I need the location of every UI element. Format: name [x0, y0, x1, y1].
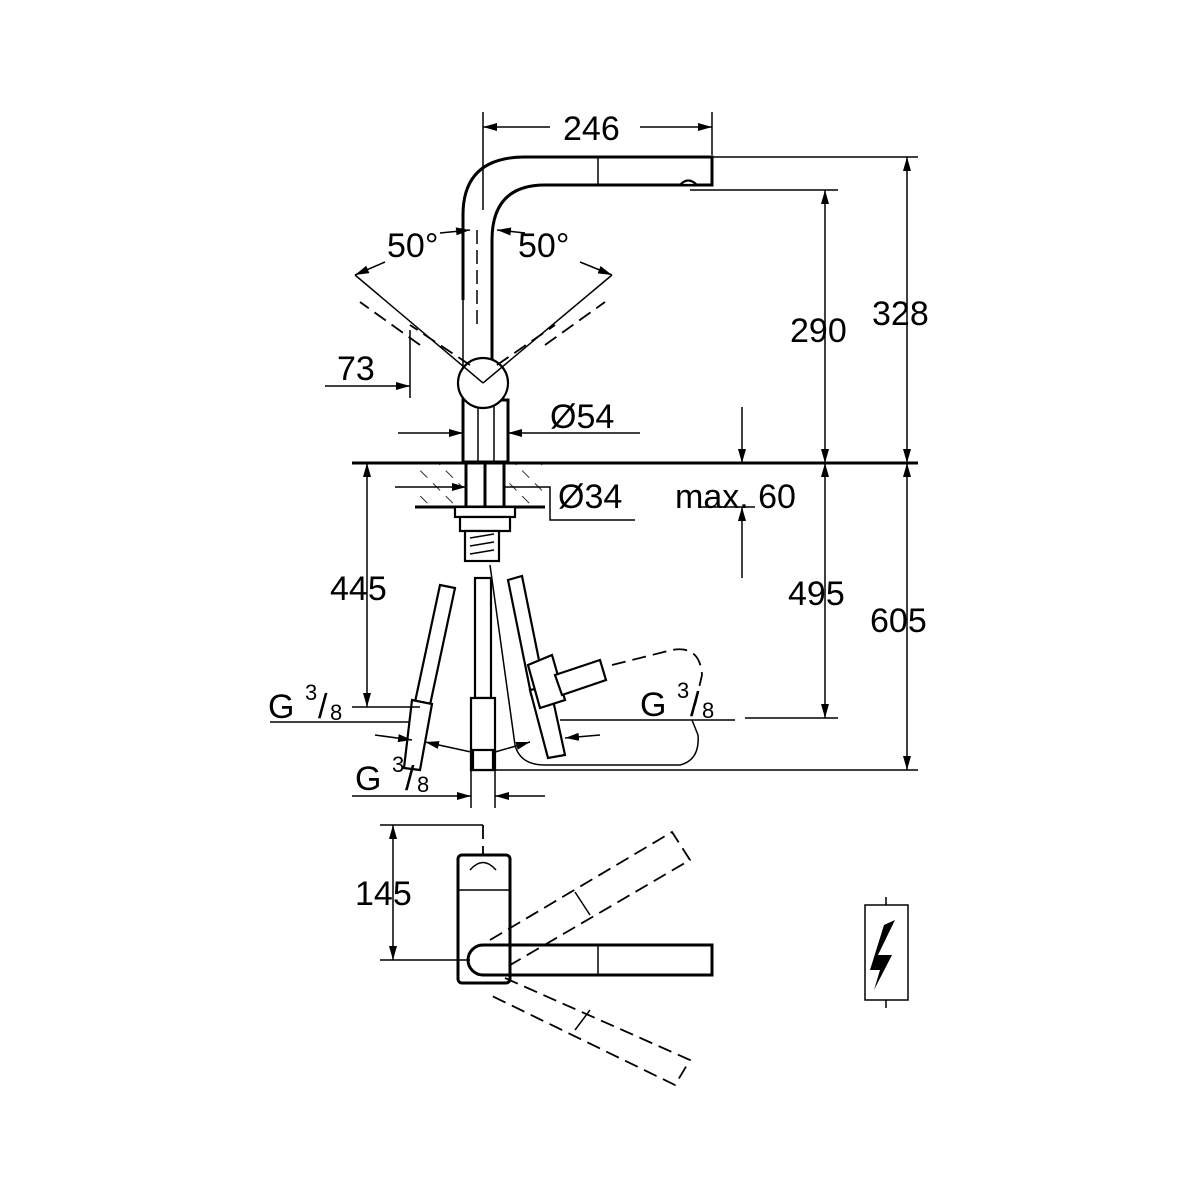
total-height-label: 328	[872, 295, 929, 333]
connection-label-center: G 3 / 8	[355, 752, 429, 798]
swivel-left-label: 50°	[387, 227, 438, 265]
lever-offset-label: 73	[337, 350, 375, 388]
svg-text:G: G	[268, 688, 294, 726]
svg-text:G: G	[355, 760, 381, 798]
svg-text:G: G	[640, 686, 666, 724]
faucet-side-view	[354, 155, 714, 464]
svg-text:/: /	[318, 688, 328, 726]
svg-text:8: 8	[702, 698, 714, 723]
spout-height-label: 290	[790, 312, 847, 350]
svg-text:3: 3	[392, 752, 404, 777]
top-view-depth-label: 145	[355, 875, 412, 913]
connection-label-right: G 3 / 8	[640, 678, 714, 724]
svg-text:/: /	[405, 760, 415, 798]
svg-text:8: 8	[330, 700, 342, 725]
spout-reach-label: 246	[563, 110, 620, 148]
countertop	[352, 461, 918, 563]
electrical-connection-icon	[864, 897, 909, 1008]
hose-length-left-label: 445	[330, 570, 387, 608]
connection-label-left: G 3 / 8	[268, 680, 342, 726]
hole-diameter-label: Ø34	[558, 478, 622, 516]
faucet-top-view	[380, 824, 714, 1087]
supply-hoses	[402, 564, 703, 772]
hose-length-right-label: 495	[788, 575, 845, 613]
body-diameter-label: Ø54	[550, 398, 614, 436]
max-thickness-label: max. 60	[675, 478, 796, 516]
dimension-lines	[270, 112, 918, 808]
total-below-label: 605	[870, 602, 927, 640]
svg-text:/: /	[690, 686, 700, 724]
svg-text:3: 3	[305, 680, 317, 705]
svg-text:3: 3	[677, 678, 689, 703]
swivel-right-label: 50°	[518, 227, 569, 265]
svg-text:8: 8	[417, 772, 429, 797]
